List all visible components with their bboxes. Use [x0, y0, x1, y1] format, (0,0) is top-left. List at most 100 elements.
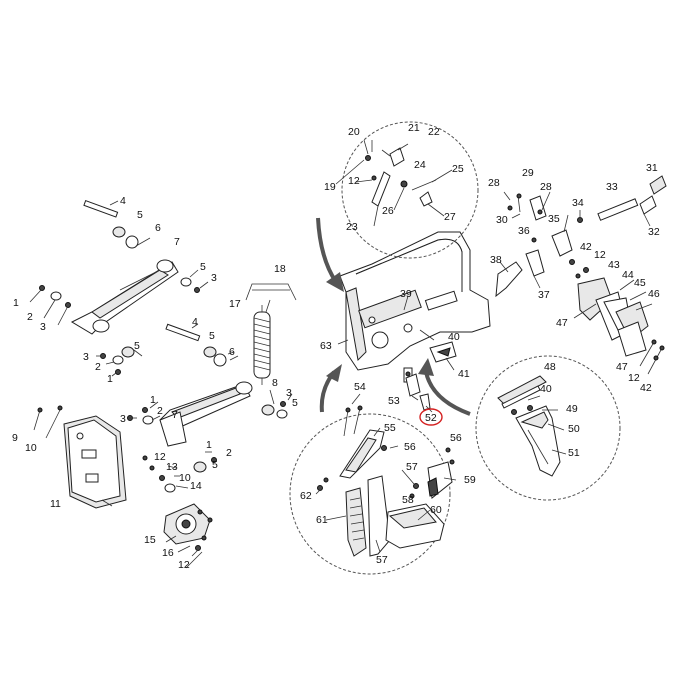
callout-58: 58 [402, 494, 414, 506]
callout-12-bottom: 12 [178, 559, 190, 571]
callout-8: 8 [272, 377, 278, 389]
callout-41: 41 [458, 368, 470, 380]
callout-1-lower: 1 [150, 394, 156, 406]
callout-15: 15 [144, 534, 156, 546]
callout-13: 13 [166, 461, 178, 473]
callout-49: 49 [566, 403, 578, 415]
callout-6-mid: 6 [229, 346, 235, 358]
callout-2-mid: 2 [95, 361, 101, 373]
leader-lines [101, 140, 651, 553]
highlight-ring-52 [419, 408, 443, 426]
callout-35: 35 [548, 213, 560, 225]
point-52-53 [405, 371, 431, 411]
callout-18: 18 [274, 263, 286, 275]
callout-37: 37 [538, 289, 550, 301]
callout-24: 24 [414, 159, 426, 171]
callout-57-bottom: 57 [376, 554, 388, 566]
callout-61: 61 [316, 514, 328, 526]
callout-12-top: 12 [348, 175, 360, 187]
callout-7-lower: 7 [172, 409, 178, 421]
callout-23: 23 [346, 221, 358, 233]
callout-7-top: 7 [174, 236, 180, 248]
callout-36: 36 [518, 225, 530, 237]
callout-46: 46 [648, 288, 660, 300]
callout-2-lower-right: 2 [226, 447, 232, 459]
callout-9: 9 [12, 432, 18, 444]
detail-circle-bottom [289, 405, 455, 575]
callout-5-mid-left: 5 [134, 340, 140, 352]
callout-27: 27 [444, 211, 456, 223]
callout-3-lower: 3 [120, 413, 126, 425]
callout-3-left: 3 [40, 321, 46, 333]
callout-28-right: 28 [540, 181, 552, 193]
callout-10-right: 10 [179, 472, 191, 484]
hub-15 [163, 503, 213, 545]
callout-12-right-bottom: 12 [628, 372, 640, 384]
bracket-plate-11 [63, 415, 127, 509]
callout-30: 30 [496, 214, 508, 226]
callout-1-left: 1 [13, 297, 19, 309]
callout-5-mid: 5 [209, 330, 215, 342]
callout-57-top: 57 [406, 461, 418, 473]
callout-39: 39 [400, 288, 412, 300]
callout-5-mid-right: 5 [292, 397, 298, 409]
detail-circle-top [341, 121, 479, 259]
callout-4-top: 4 [120, 195, 126, 207]
callout-2-left: 2 [27, 311, 33, 323]
callout-12-right: 12 [594, 249, 606, 261]
callout-5-lower-right: 5 [212, 459, 218, 471]
callout-14: 14 [190, 480, 202, 492]
callout-29: 29 [522, 167, 534, 179]
callout-62: 62 [300, 490, 312, 502]
callout-42-bottom: 42 [640, 382, 652, 394]
callout-51: 51 [568, 447, 580, 459]
callout-20: 20 [348, 126, 360, 138]
callout-11: 11 [50, 498, 61, 510]
callout-47-top: 47 [556, 317, 568, 329]
callout-28-left: 28 [488, 177, 500, 189]
callout-labels: 4 5 6 7 1 2 3 5 3 18 17 4 5 6 3 2 1 5 8 … [12, 122, 660, 571]
callout-25: 25 [452, 163, 464, 175]
callout-6-top: 6 [155, 222, 161, 234]
callout-43: 43 [608, 259, 620, 271]
callout-32: 32 [648, 226, 660, 238]
callout-19: 19 [324, 181, 336, 193]
callout-26: 26 [382, 205, 394, 217]
callout-2-lower: 2 [157, 405, 163, 417]
callout-40-frame: 40 [448, 331, 460, 343]
flow-arrows [316, 217, 471, 416]
callout-63: 63 [320, 340, 332, 352]
spring-17 [253, 305, 271, 385]
callout-56-right: 56 [450, 432, 462, 444]
callout-22: 22 [428, 126, 440, 138]
callout-60: 60 [430, 504, 442, 516]
callout-59: 59 [464, 474, 476, 486]
main-frame-63 [339, 231, 491, 383]
callout-3-mid-right: 3 [286, 387, 292, 399]
callout-5-top: 5 [137, 209, 143, 221]
callout-53: 53 [388, 395, 400, 407]
callout-1-lower-right: 1 [206, 439, 212, 451]
callout-4-mid: 4 [192, 316, 198, 328]
callout-3-mid: 3 [83, 351, 89, 363]
callout-21: 21 [408, 122, 420, 134]
callout-3-right: 3 [211, 272, 217, 284]
callout-54: 54 [354, 381, 366, 393]
callout-42-top: 42 [580, 241, 592, 253]
callout-38: 38 [490, 254, 502, 266]
callout-12-lower: 12 [154, 451, 166, 463]
callout-1-mid: 1 [107, 373, 113, 385]
callout-10-left: 10 [25, 442, 37, 454]
detail-circle-right [475, 355, 621, 501]
callout-50: 50 [568, 423, 580, 435]
callout-34: 34 [572, 197, 584, 209]
callout-52: 52 [425, 412, 437, 424]
callout-56-left: 56 [404, 441, 416, 453]
callout-17: 17 [229, 298, 241, 310]
callout-45: 45 [634, 277, 646, 289]
right-top-parts [495, 175, 667, 375]
callout-40-circle: 40 [540, 383, 552, 395]
callout-31: 31 [646, 162, 658, 174]
